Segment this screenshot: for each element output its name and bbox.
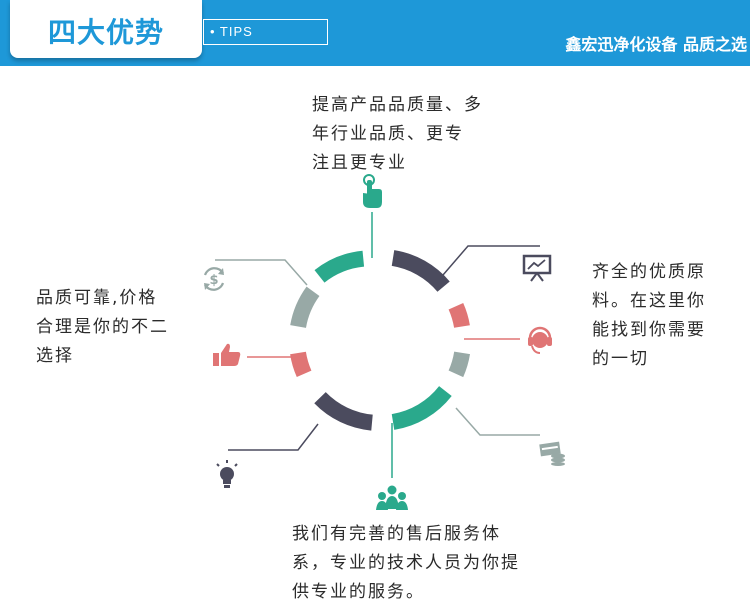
connector-left-upper — [215, 259, 308, 286]
ring-segment-gray-right — [448, 351, 471, 378]
connector-right-lower — [455, 407, 540, 436]
presentation-chart-icon — [522, 254, 552, 282]
connector-left-lower — [228, 423, 319, 451]
lightbulb-icon — [216, 460, 238, 488]
ring-segment-salmon-right — [448, 302, 470, 329]
ring-segment-dark-top-right — [391, 250, 450, 292]
page-title: 四大优势 — [47, 16, 164, 49]
advantage-bottom-text: 我们有完善的售后服务体 系，专业的技术人员为你提 供专业的服务。 — [292, 524, 520, 602]
advantage-top-text: 提高产品品质量、多 年行业品质、更专 注且更专业 — [312, 95, 483, 173]
svg-text:$: $ — [209, 273, 218, 288]
team-group-icon — [376, 485, 408, 510]
ring-segment-salmon-left — [290, 351, 312, 378]
slogan: 鑫宏迅净化设备 品质之选 — [565, 35, 747, 54]
headset-icon — [528, 326, 552, 354]
advantage-right-text: 齐全的优质原 料。在这里你 能找到你需要 的一切 — [592, 262, 706, 369]
hand-pointer-icon — [363, 174, 382, 208]
connector-right-upper — [442, 245, 540, 276]
ring-segment-gray-left — [290, 286, 320, 329]
ring-segment-teal-bottom — [391, 385, 452, 430]
title-tab: 四大优势 — [10, 0, 202, 58]
dollar-cycle-icon: $ — [203, 267, 225, 291]
ring-segment-dark-bottom — [314, 391, 374, 431]
thumbs-up-icon — [213, 343, 241, 366]
money-coins-icon — [539, 441, 565, 466]
tips-label: • TIPS — [203, 19, 328, 45]
advantage-left-text: 品质可靠,价格 合理是你的不二 选择 — [36, 288, 169, 366]
header-bar: 四大优势 • TIPS 鑫宏迅净化设备 品质之选 — [0, 0, 750, 66]
ring-segment-teal-top — [314, 250, 365, 283]
